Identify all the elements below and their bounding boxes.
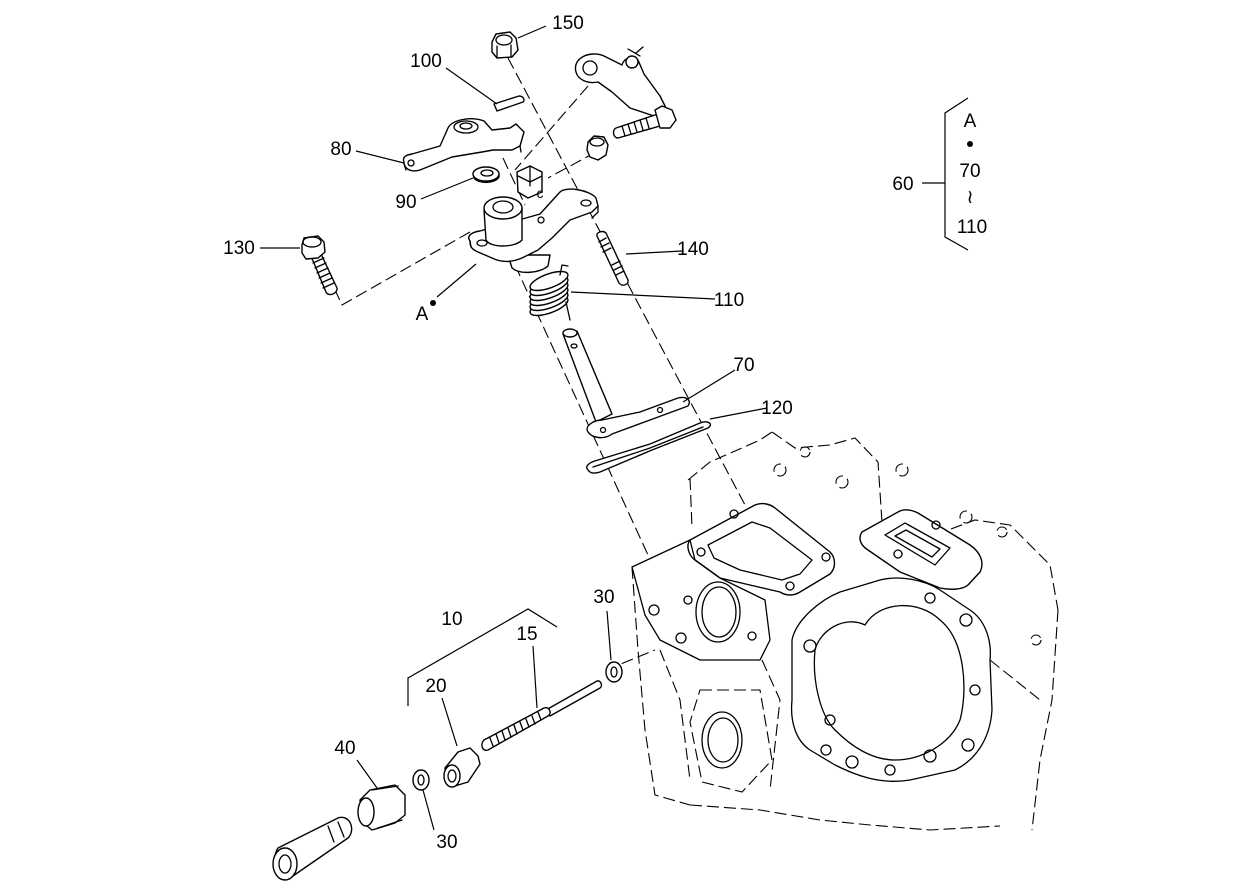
part-stud-140 (596, 230, 629, 286)
part-lever-80 (402, 118, 525, 172)
part-washer-90 (472, 166, 500, 184)
leader-lines (260, 25, 969, 831)
group-60: 60 A 70 ≀ 110 (892, 111, 987, 238)
bracket-60 (944, 97, 969, 251)
group-60-item: A (964, 111, 977, 132)
group-60-label: 60 (892, 174, 913, 195)
part-washer-30-upper (605, 661, 623, 683)
callout-100: 100 (410, 51, 442, 72)
part-pin-100 (493, 95, 525, 112)
part-sleeve (272, 816, 353, 881)
bullet-dot (430, 300, 436, 306)
callout-30-lower: 30 (436, 832, 457, 853)
callout-A: A (416, 304, 429, 325)
part-rod-15 (481, 680, 603, 752)
bracket-10 (407, 608, 558, 706)
group-60-bullet-dot (967, 141, 973, 147)
callout-40: 40 (334, 738, 355, 759)
callout-90: 90 (395, 192, 416, 213)
part-nut-150 (491, 31, 519, 59)
engine-block (631, 431, 1059, 831)
callout-140: 140 (677, 239, 709, 260)
callout-labels: 150 100 80 90 130 140 110 A 70 120 10 15… (223, 13, 793, 853)
group-60-item: 110 (957, 217, 987, 238)
callout-c: c (537, 185, 544, 201)
callout-80: 80 (330, 139, 351, 160)
group-60-item: 70 (959, 161, 980, 182)
callout-15: 15 (516, 624, 537, 645)
part-cap-40 (357, 784, 406, 831)
callout-110: 110 (714, 290, 744, 311)
part-bolt-130 (301, 235, 338, 296)
callout-70: 70 (733, 355, 754, 376)
callout-130: 130 (223, 238, 255, 259)
part-housing-A (468, 165, 599, 273)
part-washer-30-lower (412, 769, 430, 791)
callout-10: 10 (441, 609, 462, 630)
part-spring-110 (529, 264, 571, 321)
part-link-assembly (574, 46, 677, 161)
part-shaft-70 (562, 328, 690, 439)
part-gasket-120 (586, 421, 712, 474)
callout-150: 150 (552, 13, 584, 34)
group-60-range-symbol: ≀ (966, 187, 973, 208)
callout-120: 120 (761, 398, 793, 419)
part-nut-20 (443, 747, 481, 788)
callout-30-upper: 30 (593, 587, 614, 608)
callout-20: 20 (425, 676, 446, 697)
